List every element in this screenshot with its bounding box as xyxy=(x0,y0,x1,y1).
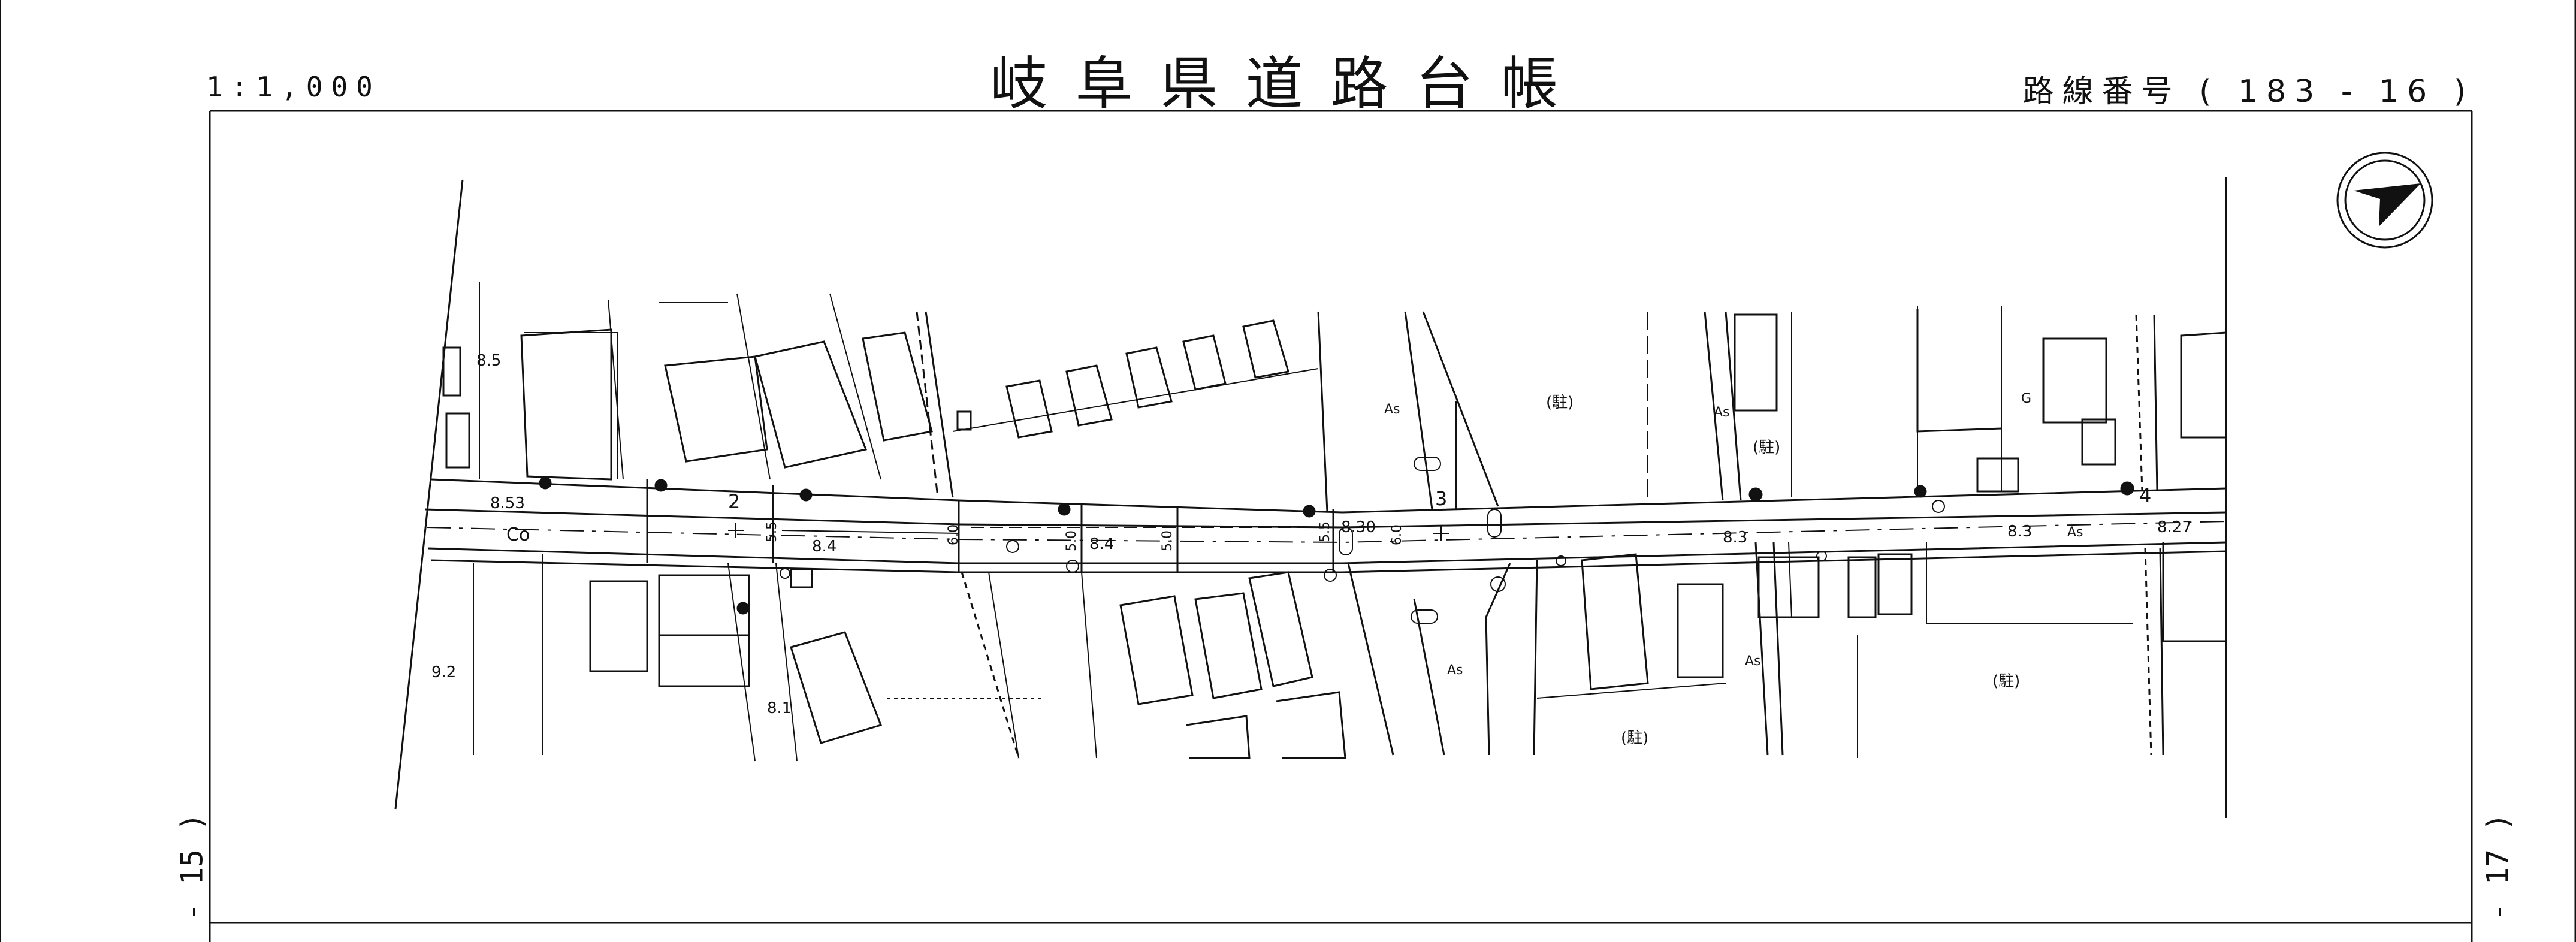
pavement-label-as-2: As xyxy=(1714,405,1730,420)
width-8-4-a: 8.4 xyxy=(812,538,836,555)
width-5-5-a: 5.5 xyxy=(765,521,780,542)
parking-label-4: (駐) xyxy=(1621,729,1648,747)
width-8-53: 8.53 xyxy=(490,494,525,512)
pavement-label-as-3: As xyxy=(1447,663,1463,678)
width-8-4-b: 8.4 xyxy=(1089,535,1114,553)
parking-label-1: (駐) xyxy=(1546,394,1574,412)
open-markers xyxy=(780,457,1945,624)
sheet-title: 岐阜県道路台帳 xyxy=(990,50,1586,117)
parking-label-3: (駐) xyxy=(1992,672,2020,690)
road xyxy=(425,478,2227,573)
width-8-1: 8.1 xyxy=(767,699,792,717)
gas-label: G xyxy=(2021,391,2031,406)
pavement-label-as-5: As xyxy=(2067,525,2083,540)
route-number-value: ( 183 - 16 ) xyxy=(2199,74,2474,110)
width-8-5: 8.5 xyxy=(476,352,501,370)
width-8-30: 8.30 xyxy=(1341,518,1376,536)
map-text: Co As As As As As (駐) (駐) (駐) (駐) G 2 3 … xyxy=(431,352,2192,747)
station-3: 3 xyxy=(1435,487,1447,510)
north-arrow-icon xyxy=(2336,152,2433,249)
width-6-0-a: 6.0 xyxy=(946,524,961,545)
buildings-south xyxy=(589,542,2226,759)
property-lines xyxy=(473,282,2133,762)
drawing-extent-left xyxy=(394,179,464,810)
side-streets xyxy=(916,311,2164,759)
route-number: 路線番号 ( 183 - 16 ) xyxy=(2023,66,2474,111)
pavement-label-as-1: As xyxy=(1384,402,1400,417)
pavement-label-as-4: As xyxy=(1745,654,1761,669)
width-5-0-b: 5.0 xyxy=(1160,530,1175,551)
survey-crosses xyxy=(728,523,1449,541)
width-6-0-b: 6.0 xyxy=(1390,524,1405,545)
width-8-27: 8.27 xyxy=(2157,518,2192,536)
station-2: 2 xyxy=(728,490,740,513)
width-9-2: 9.2 xyxy=(431,663,456,681)
width-8-3-a: 8.3 xyxy=(1723,529,1747,547)
utility-markers xyxy=(539,476,2134,615)
station-4: 4 xyxy=(2139,484,2151,507)
buildings-north xyxy=(442,309,2227,493)
pavement-label-co: Co xyxy=(506,524,530,545)
parking-label-2: (駐) xyxy=(1753,439,1780,457)
route-number-label: 路線番号 xyxy=(2022,74,2181,110)
width-5-5-b: 5.5 xyxy=(1318,521,1333,542)
width-5-0-a: 5.0 xyxy=(1064,530,1079,551)
map-scale: 1:1,000 xyxy=(206,71,381,103)
width-8-3-b: 8.3 xyxy=(2007,523,2032,541)
